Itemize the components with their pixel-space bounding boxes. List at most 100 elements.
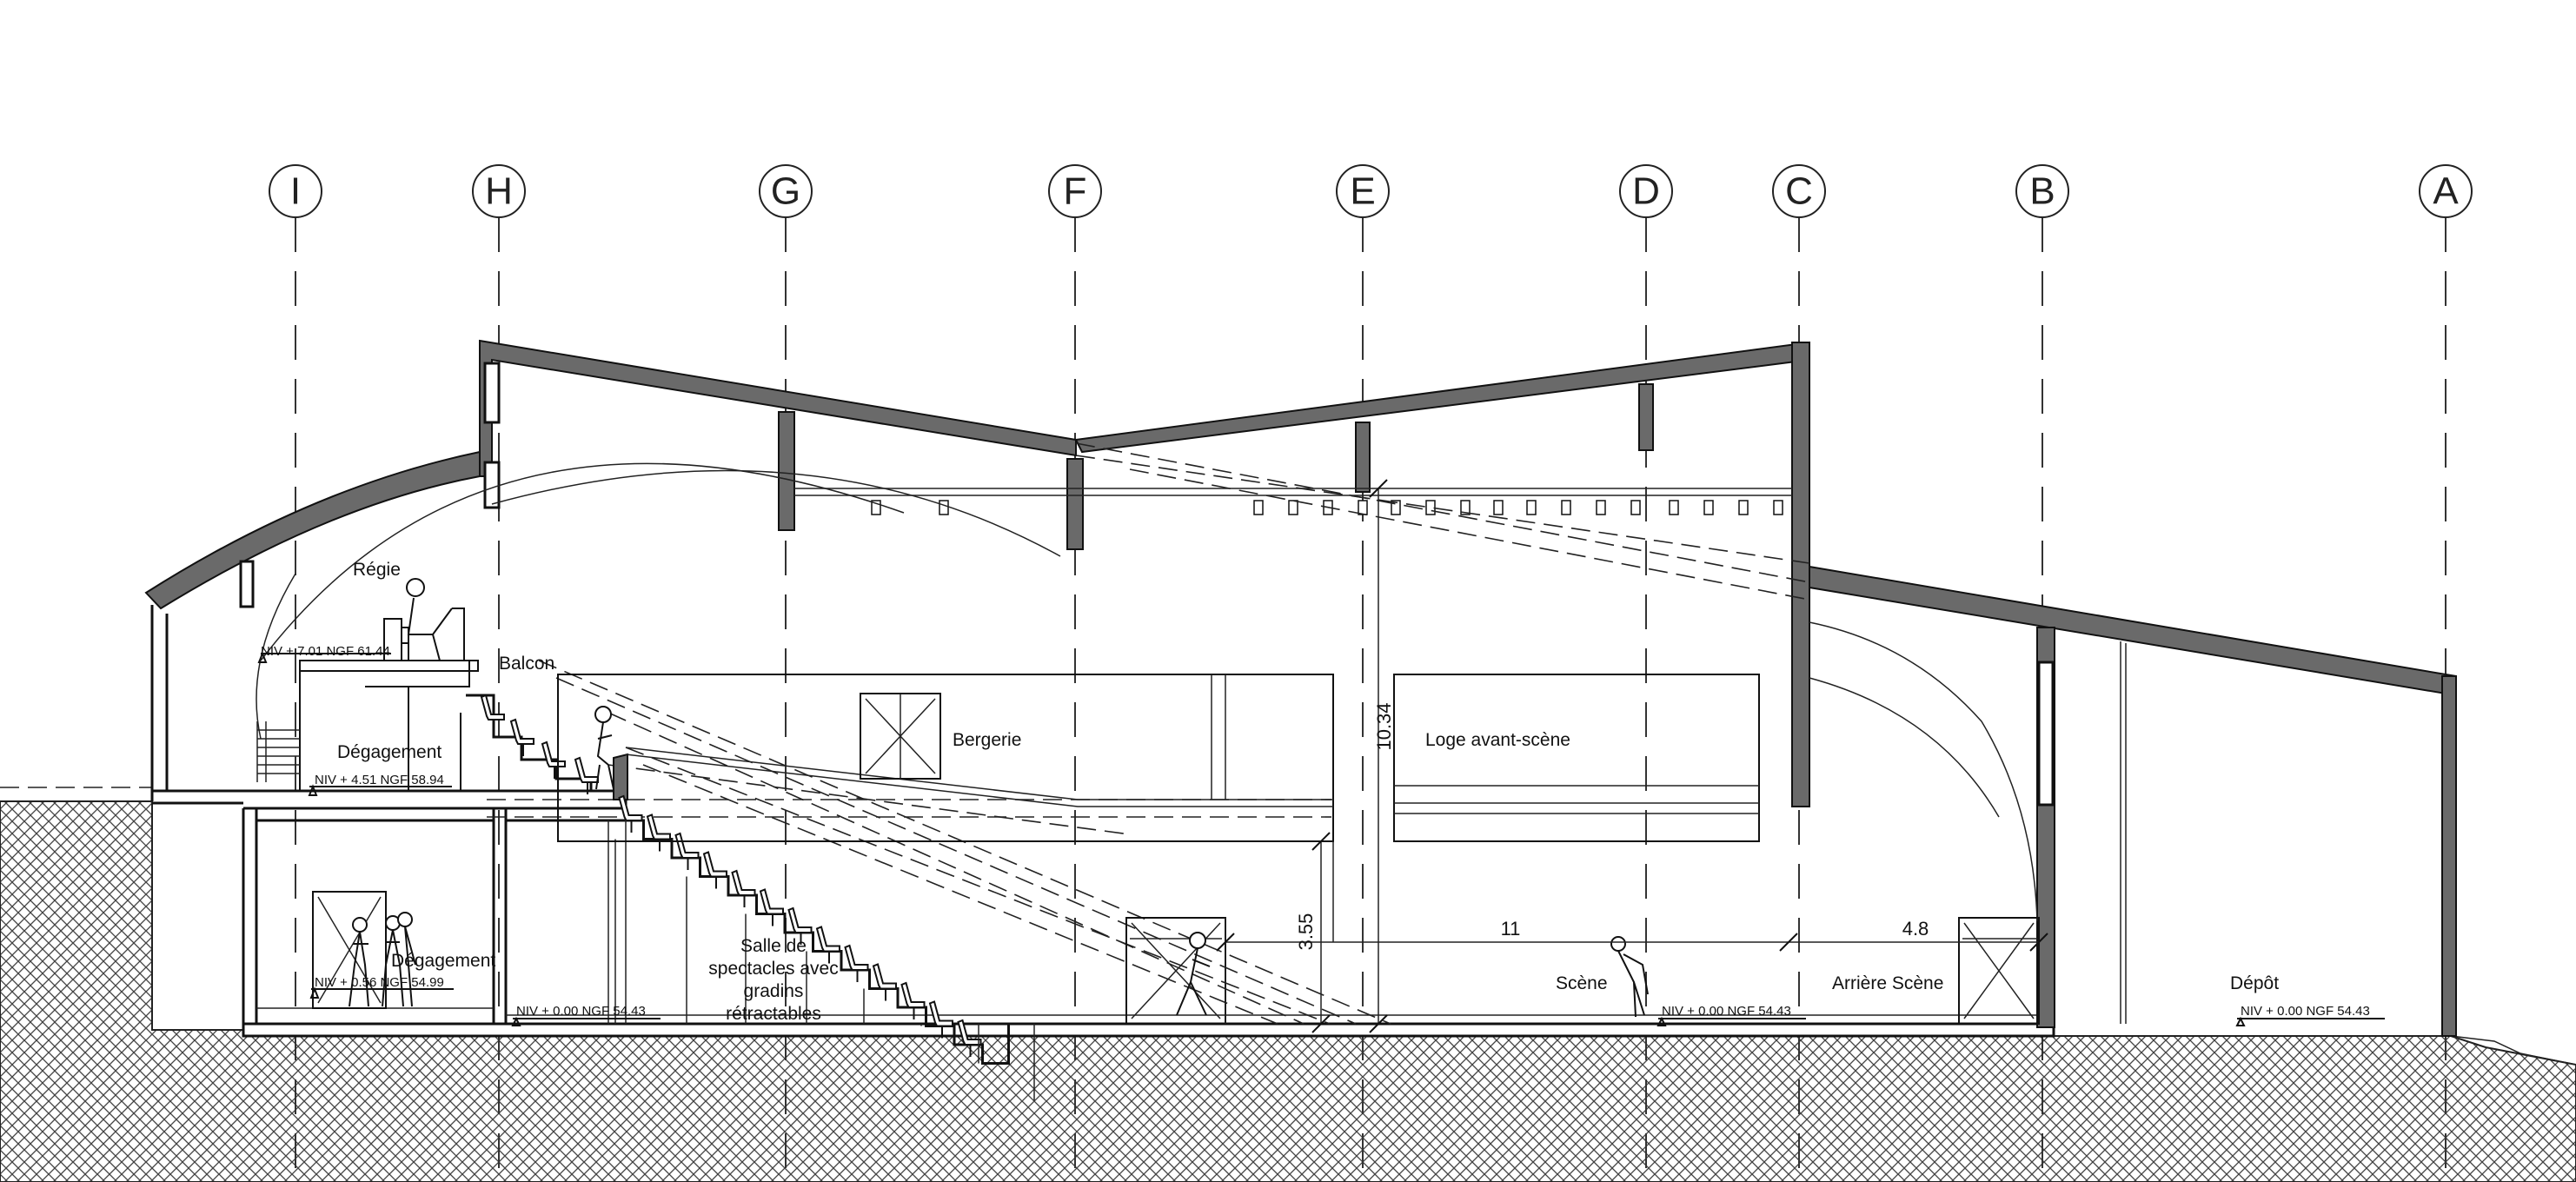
balcon-seat [509, 718, 534, 756]
column-b-window [2037, 661, 2055, 807]
room-label-degagement-upper: Dégagement [337, 742, 442, 762]
grid-bubble-d [1619, 164, 1673, 218]
depot-partition [2120, 641, 2127, 1024]
basement-wall-left [242, 808, 258, 1036]
stand-seat [815, 926, 840, 964]
roof-tall-column-c [1791, 342, 1810, 807]
level-markers [257, 651, 2385, 1026]
post-h-window-upper [483, 362, 501, 424]
grid-bubble-b [2015, 164, 2069, 218]
ground-line-right [2450, 1035, 2576, 1066]
room-label-degagement-lower: Dégagement [391, 951, 495, 971]
stand-seats [618, 794, 982, 1057]
post-h-window-lower [483, 461, 501, 509]
level-label-degagement-lower: NIV + 0.56 NGF 54.99 [315, 975, 444, 990]
sight-lines [487, 442, 1810, 1025]
level-label-scene: NIV + 0.00 NGF 54.43 [1662, 1004, 1791, 1019]
rig-light [1526, 500, 1537, 515]
stand-seat [872, 963, 897, 1001]
grid-label-g: G [771, 170, 800, 213]
figure-walker [1176, 932, 1211, 1016]
grid-bubble-c [1772, 164, 1826, 218]
lighting-rig [794, 488, 1792, 496]
regie-floor [299, 660, 479, 672]
loge-box [1393, 674, 1760, 842]
grid-label-i: I [290, 170, 301, 213]
rig-light [871, 500, 881, 515]
bergerie-door-cross [865, 694, 936, 779]
curve-inner-arc [491, 469, 1061, 557]
level-label-salle: NIV + 0.00 NGF 54.43 [516, 1004, 646, 1019]
rig-light [1253, 500, 1264, 515]
rig-light [939, 500, 949, 515]
balcon-seats [480, 694, 599, 794]
grid-label-e: E [1350, 170, 1375, 213]
dimension-height-total [1369, 479, 1388, 1033]
room-label-salle-2: spectacles avec [708, 959, 838, 979]
stand-seat [957, 1019, 982, 1057]
room-label-salle-4: rétractables [726, 1004, 821, 1024]
dimension-label-height-total: 10.34 [1373, 702, 1395, 750]
regie-operator [383, 578, 465, 661]
grid-bubble-g [759, 164, 813, 218]
balcon-seat [480, 694, 505, 732]
post-e [1355, 422, 1371, 493]
grid-label-d: D [1632, 170, 1660, 213]
grid-label-f: F [1064, 170, 1087, 213]
room-label-regie: Régie [353, 560, 401, 580]
left-wall [150, 605, 169, 801]
post-d [1638, 383, 1654, 451]
rig-light [1493, 500, 1504, 515]
loge-rails [1394, 785, 1759, 814]
rig-light [1391, 500, 1401, 515]
grid-bubble-f [1048, 164, 1102, 218]
stand-seat [787, 906, 813, 945]
rig-light [1630, 500, 1641, 515]
bergerie-inner [625, 674, 1333, 807]
stand-base-edge [607, 820, 627, 1024]
balcon-seat [574, 756, 599, 794]
room-label-arriere-scene: Arrière Scène [1832, 973, 1943, 993]
rig-light [1669, 500, 1679, 515]
stand-seat [702, 851, 727, 889]
rig-lights [871, 500, 1783, 515]
level-label-regie: NIV + 7.01 NGF 61.44 [261, 644, 390, 659]
curve-regie-arc [260, 462, 905, 661]
basement-ceiling [243, 807, 626, 822]
lower-door-cross [317, 896, 382, 1004]
grid-bubble-e [1336, 164, 1390, 218]
stage-door-right [1958, 917, 2040, 1025]
regie-stair [256, 721, 300, 782]
dimension-height-stage [1311, 832, 1331, 1033]
level-label-depot: NIV + 0.00 NGF 54.43 [2241, 1004, 2370, 1019]
grid-label-a: A [2433, 170, 2459, 213]
figure-spectator [594, 706, 614, 790]
basement-wall-mid [492, 808, 508, 1024]
room-label-loge: Loge avant-scène [1425, 730, 1570, 750]
level-label-degagement-upper: NIV + 4.51 NGF 58.94 [315, 773, 444, 787]
grid-label-b: B [2029, 170, 2055, 213]
rig-light [1703, 500, 1714, 515]
room-label-salle-1: Salle de [740, 936, 807, 956]
grid-bubble-h [472, 164, 526, 218]
dimension-label-width-stage: 11 [1501, 918, 1521, 940]
grid-label-c: C [1785, 170, 1813, 213]
grid-bubble-i [269, 164, 322, 218]
curve-right-arc [1809, 621, 2038, 922]
dimension-label-width-back: 4.8 [1902, 918, 1929, 940]
grid-label-h: H [485, 170, 513, 213]
post-g [778, 411, 795, 531]
dimension-widths [1216, 933, 2048, 952]
stage-door-right-cross [1962, 922, 2037, 1019]
stand-seat [759, 888, 784, 926]
balcon-front [613, 753, 628, 800]
curve-depot-arc [1809, 677, 2000, 818]
left-roof-window [239, 560, 255, 608]
stand-seat [844, 944, 869, 982]
bergerie-box [557, 674, 1334, 842]
roof-lower-slope [1809, 565, 2457, 697]
lower-door [312, 891, 387, 1009]
post-f [1066, 458, 1084, 550]
